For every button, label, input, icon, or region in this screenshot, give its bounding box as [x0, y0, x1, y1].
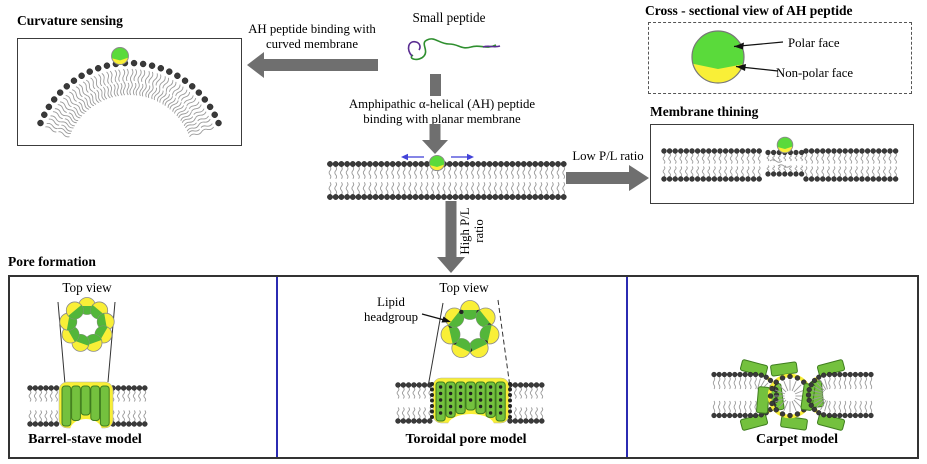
- lipid-headgroup-label: Lipid headgroup: [363, 295, 418, 324]
- planar-binding-label: Amphipathic α-helical (AH) peptide bindi…: [348, 97, 536, 126]
- carpet-model-graphic: [711, 359, 874, 431]
- cross-section-title: Cross - sectional view of AH peptide: [645, 3, 853, 18]
- pore-formation-title: Pore formation: [8, 254, 96, 269]
- cross-section-graphic: [691, 30, 784, 84]
- toroidal-top-view-label: Top view: [439, 280, 489, 295]
- planar-membrane-graphic: [327, 153, 567, 200]
- barrel-top-view-label: Top view: [62, 280, 112, 295]
- arrow-left-curved-binding: [247, 52, 378, 78]
- small-peptide-squiggle: [407, 38, 501, 61]
- small-peptide-label: Small peptide: [412, 10, 486, 25]
- carpet-model-label: Carpet model: [755, 432, 839, 447]
- high-pl-label: High P/L ratio: [458, 207, 487, 255]
- toroidal-pore-graphic: [395, 299, 545, 436]
- arrow-down-stub: [430, 74, 441, 96]
- curved-membrane-graphic: [37, 47, 222, 138]
- thinned-membrane-graphic: [661, 136, 899, 182]
- arrow-down-high-pl: [437, 201, 465, 273]
- panel-divider-2: [626, 277, 628, 457]
- barrel-stave-graphic: [27, 297, 148, 441]
- low-pl-label: Low P/L ratio: [572, 149, 644, 163]
- curvature-sensing-title: Curvature sensing: [17, 13, 123, 28]
- polar-face-label: Polar face: [788, 36, 840, 50]
- toroidal-pore-model-label: Toroidal pore model: [405, 432, 527, 447]
- barrel-stave-model-label: Barrel-stave model: [28, 432, 142, 447]
- nonpolar-face-label: Non-polar face: [776, 66, 854, 80]
- curved-binding-label: AH peptide binding with curved membrane: [248, 22, 376, 51]
- arrow-down-to-membrane: [422, 124, 448, 154]
- membrane-thinning-title: Membrane thining: [650, 104, 759, 119]
- curvature-sensing-box: [17, 38, 242, 146]
- arrow-right-low-pl: [566, 165, 649, 191]
- panel-divider-1: [276, 277, 278, 457]
